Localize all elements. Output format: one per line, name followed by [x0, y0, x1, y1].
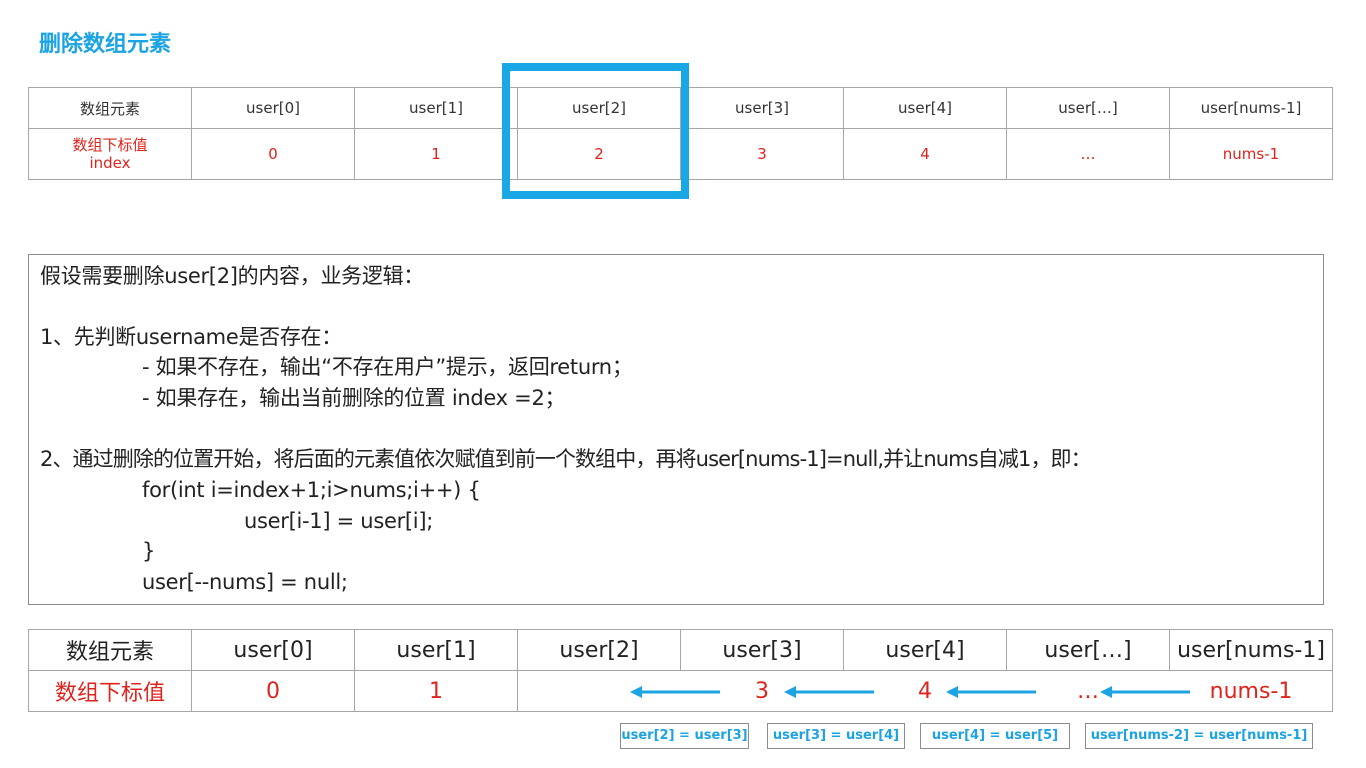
element-cell: user[…] [1006, 629, 1170, 671]
logic-heading: 假设需要删除user[2]的内容，业务逻辑： [40, 264, 424, 288]
element-cell: user[4] [843, 87, 1007, 129]
element-cell: user[0] [191, 629, 355, 671]
logic-step-1a: - 如果不存在，输出“不存在用户”提示，返回return； [142, 355, 633, 379]
element-cell: user[nums-1] [1169, 87, 1333, 129]
index-cell: 3 [680, 128, 844, 180]
element-cell: user[1] [354, 629, 518, 671]
element-cell: user[3] [680, 629, 844, 671]
logic-step-1: 1、先判断username是否存在： [40, 325, 342, 349]
assignment-label: user[2] = user[3] [620, 723, 749, 749]
index-cell: 2 [517, 128, 681, 180]
index-cell: 0 [191, 670, 355, 712]
element-cell: user[4] [843, 629, 1007, 671]
row-label-index: 数组下标值 index [28, 128, 192, 180]
left-arrow-icon [784, 686, 874, 698]
logic-step-2: 2、通过删除的位置开始，将后面的元素值依次赋值到前一个数组中，再将user[nu… [40, 447, 1092, 471]
array-table-top: 数组元素 user[0] user[1] user[2] user[3] use… [28, 87, 1333, 180]
logic-step-1b: - 如果存在，输出当前删除的位置 index =2； [142, 386, 566, 410]
index-cell: … [1006, 128, 1170, 180]
index-row: 数组下标值 index 0 1 2 3 4 … nums-1 [28, 128, 1333, 180]
element-cell: user[nums-1] [1169, 629, 1333, 671]
assignment-label: user[4] = user[5] [920, 723, 1070, 749]
element-cell: user[2] [517, 87, 681, 129]
element-cell: user[2] [517, 629, 681, 671]
index-cell: nums-1 [1169, 670, 1333, 712]
index-cell: nums-1 [1169, 128, 1333, 180]
page-title: 删除数组元素 [39, 32, 172, 57]
element-row: 数组元素 user[0] user[1] user[2] user[3] use… [28, 629, 1333, 671]
index-cell: 1 [354, 128, 518, 180]
array-table-bottom: 数组元素 user[0] user[1] user[2] user[3] use… [28, 629, 1333, 712]
element-cell: user[1] [354, 87, 518, 129]
left-arrow-icon [1100, 686, 1190, 698]
index-row: 数组下标值 0 1 3 4 … nums-1 [28, 670, 1333, 712]
logic-description-box: 假设需要删除user[2]的内容，业务逻辑： 1、先判断username是否存在… [28, 254, 1324, 605]
highlight-box-user2 [502, 63, 689, 199]
row-label-index-line2: index [89, 154, 131, 172]
code-line-4: user[--nums] = null; [142, 570, 348, 594]
row-label-index: 数组下标值 [28, 670, 192, 712]
row-label-index-line1: 数组下标值 [72, 136, 148, 154]
element-cell: user[…] [1006, 87, 1170, 129]
assignment-label: user[nums-2] = user[nums-1] [1085, 723, 1313, 749]
left-arrow-icon [946, 686, 1036, 698]
index-cell: 1 [354, 670, 518, 712]
code-line-3: } [142, 539, 156, 563]
element-cell: user[0] [191, 87, 355, 129]
row-label-elements: 数组元素 [28, 87, 192, 129]
assignment-label: user[3] = user[4] [767, 723, 905, 749]
left-arrow-icon [630, 686, 720, 698]
row-label-elements: 数组元素 [28, 629, 192, 671]
element-cell: user[3] [680, 87, 844, 129]
index-cell: 4 [843, 128, 1007, 180]
element-row: 数组元素 user[0] user[1] user[2] user[3] use… [28, 87, 1333, 129]
code-line-1: for(int i=index+1;i>nums;i++) { [142, 478, 481, 502]
index-cell: 0 [191, 128, 355, 180]
code-line-2: user[i-1] = user[i]; [244, 509, 434, 533]
